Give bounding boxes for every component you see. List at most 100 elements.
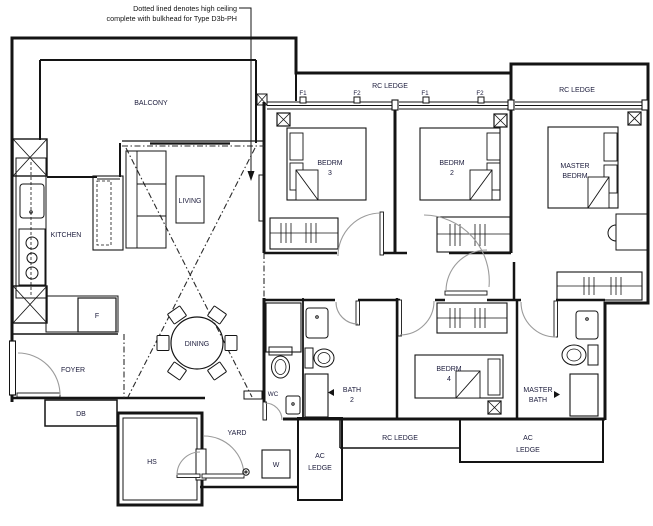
bath2-label-line1: BATH [343,387,361,394]
wc-room [265,302,302,415]
window-label-f1-b: F1 [421,90,429,97]
washer-box [261,449,291,479]
bed-icon [419,127,501,201]
db-label: DB [76,411,86,418]
bed-icon [286,127,367,201]
rc-ledge-label-bottom: RC LEDGE [382,435,418,442]
ac-ledge-yard-label-line1: AC [315,453,325,460]
fcu-icon [276,112,291,127]
window-f1-tick [299,96,307,104]
bedroom3-label-line2: 3 [328,170,332,177]
bath2-room [304,307,335,418]
window-label-f2-a: F2 [353,90,361,97]
window-post [507,99,515,111]
bedroom2-label-line1: BEDRM [439,160,464,167]
fcu-icon [493,113,508,128]
annotation-line2: complete with bulkhead for Type D3b-PH [106,14,237,23]
ac-ledge-bottom-label-line2: LEDGE [516,447,540,454]
foyer-label: FOYER [61,367,85,374]
shaft-icon [12,285,48,324]
master-bath-door [520,300,558,338]
bath2-door [335,300,360,326]
balcony-label: BALCONY [134,100,168,107]
bedroom2-label-line2: 2 [450,170,454,177]
bedroom3-door [337,211,384,257]
bedroom4 [414,302,508,415]
master-bedroom-door [444,249,488,296]
hob-icon [18,228,46,286]
living-label: LIVING [179,198,202,205]
master-bedroom-label-line1: MASTER [560,163,589,170]
window-f2-tick [353,96,361,104]
kitchen-label: KITCHEN [51,232,82,239]
bedroom2 [419,113,511,253]
shower-icon [569,373,599,417]
basin-icon [575,310,599,340]
bedroom4-label-line1: BEDRM [436,366,461,373]
bedroom2-door [423,214,490,288]
bedroom4-label-line2: 4 [447,376,451,383]
wc-label: WC [268,391,279,398]
bedroom3 [269,112,367,250]
dresser-icon [607,213,649,251]
sofa-icon [125,150,167,249]
fridge-box [77,297,117,333]
doors [16,211,558,479]
window-band [267,96,649,111]
wardrobe-icon [436,302,508,334]
window-post [391,99,399,111]
fcu-icon [627,111,642,126]
yard-door [201,435,250,479]
window-f1-tick [422,96,430,104]
window-label-f1-a: F1 [299,90,307,97]
master-bath-room [554,310,599,417]
tv-console-icon [258,174,265,222]
toilet-icon [561,344,599,366]
toilet-icon [304,347,335,369]
sink-icon [19,183,45,219]
window-post [641,99,649,111]
kitchen [12,138,119,333]
bed-icon [547,126,619,209]
toilet-icon [268,346,293,379]
master-bedroom [547,111,649,301]
coffee-table-icon [175,175,205,224]
master-bedroom-label-line2: BEDRM [562,173,587,180]
wardrobe-icon [436,216,511,253]
ac-ledge-bottom-label-line1: AC [523,435,533,442]
rc-ledge-label-top1: RC LEDGE [372,83,408,90]
entrance-door [16,352,61,398]
basin-icon [305,307,329,339]
shower-icon [265,302,302,353]
bed-icon [414,354,504,399]
dining-label: DINING [185,341,210,348]
balcony-shaft-icon [256,93,268,106]
fridge-label: F [95,313,99,320]
door-direction-marker [554,391,560,398]
bedroom4-door [397,299,435,337]
cabinet-icon [92,175,124,251]
annotation-line1: Dotted lined denotes high ceiling [133,4,237,13]
shower-icon [304,373,329,418]
hs-label: HS [147,459,157,466]
dining-set-icon [156,305,238,381]
window-f2-tick [477,96,485,104]
annotation-leader-arrow [239,7,255,181]
high-ceiling-dashed-marking [122,145,265,398]
master-bath-label-line1: MASTER [523,387,552,394]
wardrobe-icon [556,271,643,301]
ac-ledge-yard-label-line2: LEDGE [308,465,332,472]
shaft-icon [12,138,48,177]
rc-ledge-label-top2: RC LEDGE [559,87,595,94]
wc-door [262,401,283,421]
hs-door [176,451,201,478]
yard-label: YARD [228,430,247,437]
fcu-icon [487,400,502,415]
bath2-label-line2: 2 [350,397,354,404]
basin-icon [285,395,301,415]
living-room [92,150,265,251]
walls [9,36,650,507]
wardrobe-icon [269,217,339,250]
